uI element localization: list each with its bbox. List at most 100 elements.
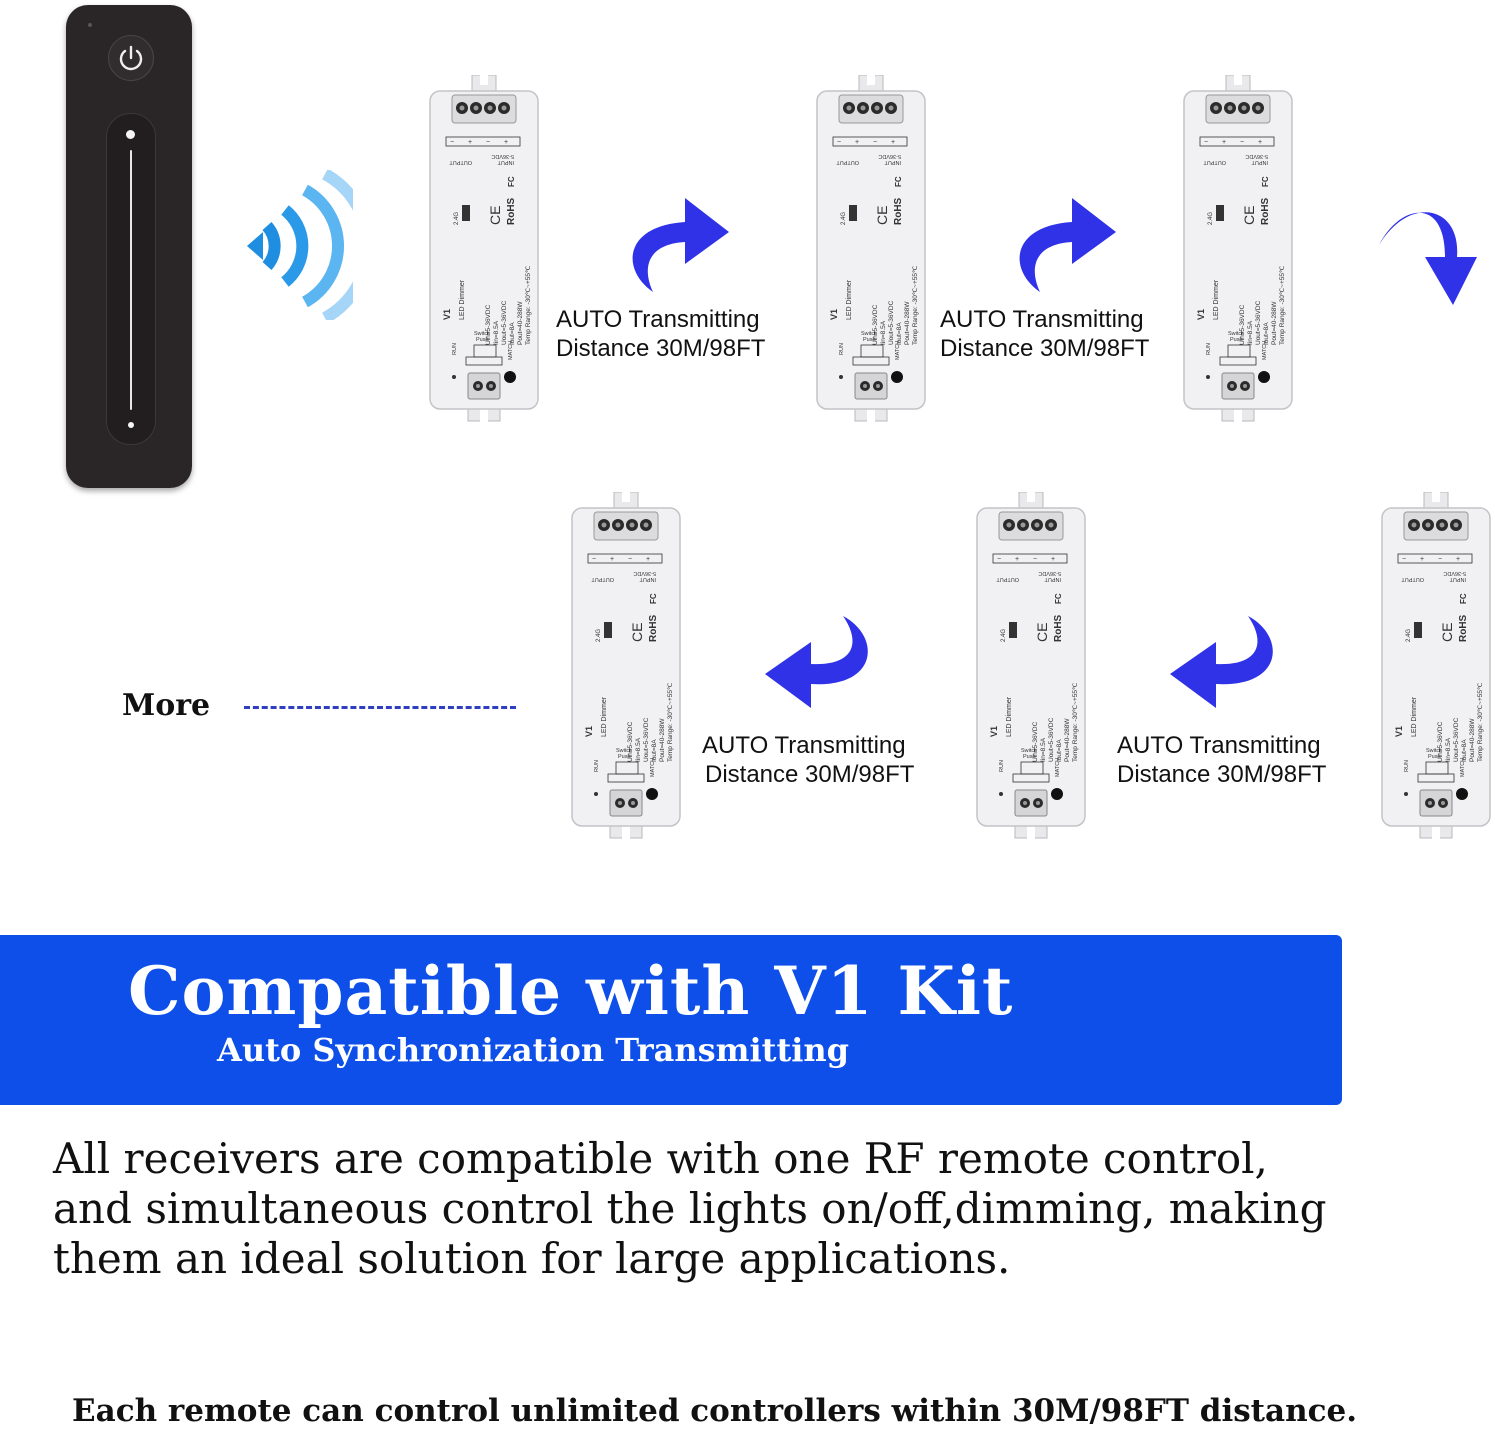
- svg-text:Push: Push: [863, 337, 876, 343]
- svg-text:+: +: [1420, 556, 1424, 563]
- svg-text:Uin=5-36VDC: Uin=5-36VDC: [1032, 721, 1039, 762]
- svg-text:+: +: [1456, 556, 1460, 563]
- power-button[interactable]: [108, 35, 154, 81]
- svg-text:Uin=5-36VDC: Uin=5-36VDC: [872, 304, 879, 345]
- curved-arrow-icon: [1019, 198, 1116, 292]
- svg-text:2.4G: 2.4G: [841, 212, 847, 225]
- svg-text:V1: V1: [1196, 309, 1206, 320]
- svg-text:LED Dimmer: LED Dimmer: [1006, 696, 1013, 737]
- svg-text:−: −: [628, 556, 632, 563]
- svg-text:MATCH: MATCH: [1055, 758, 1061, 777]
- svg-text:−: −: [837, 139, 841, 146]
- curved-arrow-icon: [632, 198, 729, 292]
- caption-line-2: Distance 30M/98FT: [556, 335, 766, 362]
- svg-text:Push: Push: [618, 754, 631, 760]
- svg-text:Iin=8.5A: Iin=8.5A: [1040, 737, 1047, 762]
- curved-arrow-icon: [765, 616, 868, 708]
- svg-text:CE: CE: [629, 623, 645, 642]
- svg-text:Temp Range: -30℃~+55℃: Temp Range: -30℃~+55℃: [1072, 682, 1079, 762]
- svg-text:FC: FC: [1054, 593, 1063, 604]
- svg-text:−: −: [997, 556, 1001, 563]
- svg-text:V1: V1: [1394, 726, 1404, 737]
- svg-text:FC: FC: [649, 593, 658, 604]
- svg-text:−: −: [450, 139, 454, 146]
- caption-line-1: AUTO Transmitting: [940, 306, 1144, 333]
- svg-text:OUTPUT: OUTPUT: [1203, 159, 1226, 165]
- svg-text:OUTPUT: OUTPUT: [449, 159, 472, 165]
- svg-text:MATCH: MATCH: [1262, 341, 1268, 360]
- svg-text:FC: FC: [1459, 593, 1468, 604]
- caption-line-1: AUTO Transmitting: [702, 732, 906, 759]
- svg-text:Pout=40-288W: Pout=40-288W: [517, 301, 524, 345]
- svg-text:INPUT: INPUT: [1251, 159, 1268, 165]
- slider-line: [130, 150, 132, 410]
- svg-text:LED Dimmer: LED Dimmer: [846, 279, 853, 320]
- caption-line-2: Distance 30M/98FT: [1117, 761, 1327, 788]
- transmit-caption: AUTO Transmitting Distance 30M/98FT: [702, 731, 914, 789]
- caption-line-1: AUTO Transmitting: [556, 306, 760, 333]
- svg-text:Pout=40-288W: Pout=40-288W: [1064, 718, 1071, 762]
- more-label: More: [122, 688, 211, 723]
- svg-text:5-36VDC: 5-36VDC: [491, 153, 514, 159]
- svg-text:−: −: [486, 139, 490, 146]
- svg-text:Push: Push: [1428, 754, 1441, 760]
- svg-text:2.4G: 2.4G: [1001, 629, 1007, 642]
- receiver-controller: −+ −+ 5-36VDC INPUT OUTPUT RoHS FC CE 2.…: [1380, 492, 1492, 840]
- svg-text:−: −: [1033, 556, 1037, 563]
- svg-text:MATCH: MATCH: [1460, 758, 1466, 777]
- svg-text:Switch: Switch: [1426, 748, 1442, 754]
- description-paragraph: All receivers are compatible with one RF…: [53, 1134, 1327, 1283]
- svg-text:Iout=8A: Iout=8A: [651, 739, 658, 762]
- svg-text:Temp Range: -30℃~+55℃: Temp Range: -30℃~+55℃: [1279, 265, 1286, 345]
- svg-text:FC: FC: [1261, 176, 1270, 187]
- receiver-controller: −+ −+ 5-36VDC INPUT OUTPUT RoHS FC CE 2.…: [1182, 75, 1294, 423]
- svg-text:Iout=8A: Iout=8A: [1461, 739, 1468, 762]
- svg-text:CE: CE: [1439, 623, 1455, 642]
- svg-text:Uin=5-36VDC: Uin=5-36VDC: [1437, 721, 1444, 762]
- svg-text:RUN: RUN: [839, 343, 845, 355]
- transmit-caption: AUTO Transmitting Distance 30M/98FT: [556, 305, 765, 363]
- svg-text:RUN: RUN: [452, 343, 458, 355]
- svg-text:+: +: [1051, 556, 1055, 563]
- svg-text:V1: V1: [442, 309, 452, 320]
- svg-text:MATCH: MATCH: [895, 341, 901, 360]
- svg-text:Iin=8.5A: Iin=8.5A: [493, 320, 500, 345]
- dimming-slider[interactable]: [106, 113, 156, 445]
- svg-text:Iout=8A: Iout=8A: [509, 322, 516, 345]
- indicator-led: [88, 23, 92, 27]
- svg-text:MATCH: MATCH: [508, 341, 514, 360]
- banner-title: Compatible with V1 Kit: [128, 952, 1014, 1030]
- svg-text:Uout=5-36VDC: Uout=5-36VDC: [643, 717, 650, 762]
- caption-line-2: Distance 30M/98FT: [705, 761, 915, 788]
- svg-text:Iin=8.5A: Iin=8.5A: [635, 737, 642, 762]
- svg-text:Iin=8.5A: Iin=8.5A: [1247, 320, 1254, 345]
- svg-text:+: +: [1258, 139, 1262, 146]
- svg-text:Uin=5-36VDC: Uin=5-36VDC: [1239, 304, 1246, 345]
- svg-text:OUTPUT: OUTPUT: [1401, 576, 1424, 582]
- banner-subtitle: Auto Synchronization Transmitting: [217, 1031, 850, 1069]
- svg-text:2.4G: 2.4G: [1208, 212, 1214, 225]
- svg-text:RoHS: RoHS: [1053, 614, 1064, 642]
- svg-text:2.4G: 2.4G: [596, 629, 602, 642]
- svg-text:FC: FC: [507, 176, 516, 187]
- svg-text:RUN: RUN: [594, 760, 600, 772]
- svg-text:Iout=8A: Iout=8A: [896, 322, 903, 345]
- svg-text:INPUT: INPUT: [1044, 576, 1061, 582]
- svg-text:INPUT: INPUT: [884, 159, 901, 165]
- svg-text:−: −: [1204, 139, 1208, 146]
- svg-text:+: +: [468, 139, 472, 146]
- svg-text:+: +: [610, 556, 614, 563]
- svg-text:Push: Push: [1023, 754, 1036, 760]
- wireless-signal-icon: [247, 170, 353, 320]
- svg-text:Uout=5-36VDC: Uout=5-36VDC: [1048, 717, 1055, 762]
- svg-text:+: +: [646, 556, 650, 563]
- svg-text:RoHS: RoHS: [1458, 614, 1469, 642]
- svg-text:CE: CE: [874, 206, 890, 225]
- svg-text:RUN: RUN: [1206, 343, 1212, 355]
- transmit-caption: AUTO Transmitting Distance 30M/98FT: [1117, 731, 1326, 789]
- svg-text:Uout=5-36VDC: Uout=5-36VDC: [1453, 717, 1460, 762]
- svg-text:CE: CE: [1034, 623, 1050, 642]
- svg-text:INPUT: INPUT: [639, 576, 656, 582]
- svg-text:Uin=5-36VDC: Uin=5-36VDC: [485, 304, 492, 345]
- receiver-controller: −+ −+ 5-36VDC INPUT OUTPUT RoHS FC CE 2.…: [815, 75, 927, 423]
